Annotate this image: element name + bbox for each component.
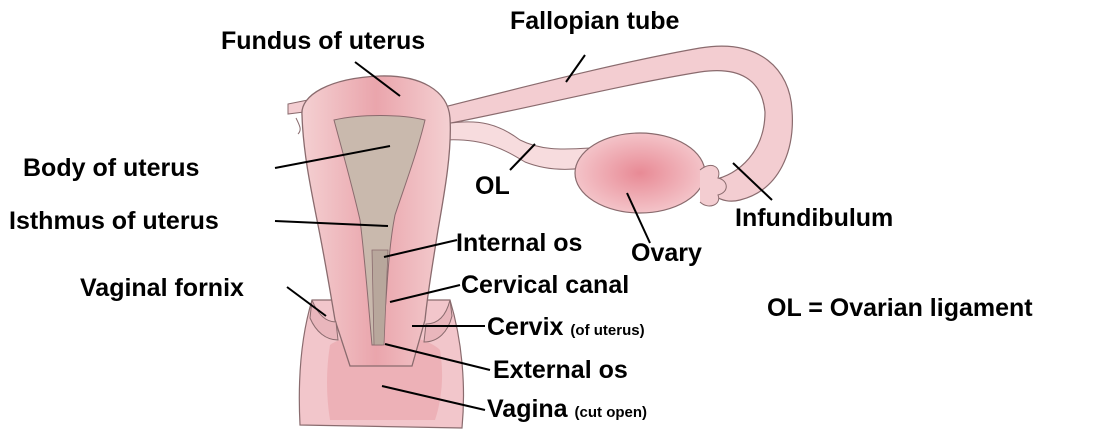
label-external-os: External os bbox=[493, 358, 628, 383]
label-isthmus: Isthmus of uterus bbox=[9, 209, 219, 234]
label-cervical-canal: Cervical canal bbox=[461, 273, 629, 298]
label-ovary: Ovary bbox=[631, 241, 702, 266]
label-vagina-text: Vagina bbox=[487, 395, 568, 423]
label-vagina: Vagina (cut open) bbox=[487, 397, 647, 422]
label-cervix-note: (of uterus) bbox=[570, 322, 644, 339]
label-fallopian-tube: Fallopian tube bbox=[510, 9, 679, 34]
label-vaginal-fornix: Vaginal fornix bbox=[80, 276, 244, 301]
label-cervix: Cervix (of uterus) bbox=[487, 315, 645, 340]
label-cervix-text: Cervix bbox=[487, 313, 563, 341]
label-ol-legend: OL = Ovarian ligament bbox=[767, 296, 1033, 321]
label-ol: OL bbox=[475, 174, 510, 199]
label-infundibulum: Infundibulum bbox=[735, 206, 893, 231]
label-internal-os: Internal os bbox=[456, 231, 582, 256]
label-vagina-note: (cut open) bbox=[575, 404, 648, 421]
ovary-shape bbox=[575, 133, 705, 213]
label-body: Body of uterus bbox=[23, 156, 199, 181]
label-fundus: Fundus of uterus bbox=[221, 29, 425, 54]
